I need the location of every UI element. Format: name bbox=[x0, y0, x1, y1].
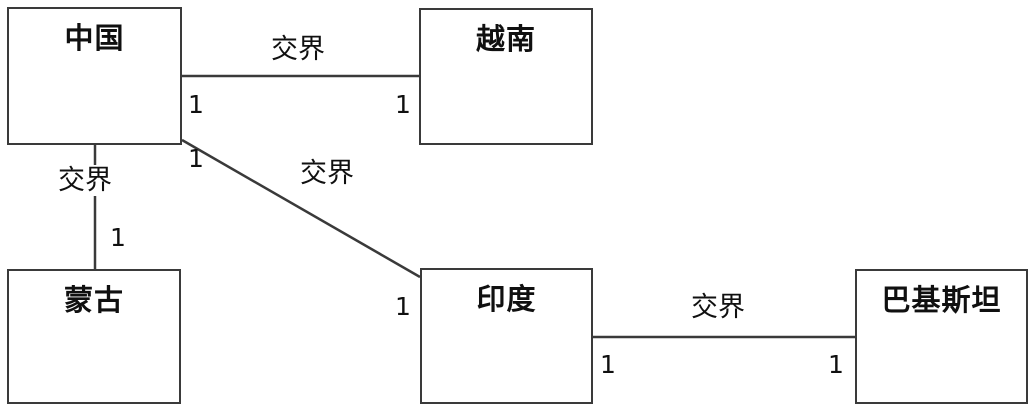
relationship-label-china-vietnam: 交界 bbox=[268, 34, 328, 66]
cardinality-india-pakistan-to: 1 bbox=[828, 350, 844, 379]
cardinality-china-india-to: 1 bbox=[395, 292, 411, 321]
entity-box-india[interactable]: 印度 bbox=[420, 268, 593, 404]
entity-label-india: 印度 bbox=[476, 282, 537, 316]
cardinality-china-vietnam-to: 1 bbox=[395, 90, 411, 119]
relationship-label-india-pakistan: 交界 bbox=[688, 292, 748, 324]
entity-box-china[interactable]: 中国 bbox=[7, 7, 182, 145]
cardinality-china-vietnam-from: 1 bbox=[188, 90, 204, 119]
cardinality-china-mongolia-to: 1 bbox=[110, 223, 126, 252]
entity-label-mongolia: 蒙古 bbox=[63, 283, 124, 317]
relationship-label-china-india: 交界 bbox=[297, 158, 357, 190]
cardinality-india-pakistan-from: 1 bbox=[600, 350, 616, 379]
relationship-label-china-mongolia: 交界 bbox=[55, 165, 115, 197]
entity-box-mongolia[interactable]: 蒙古 bbox=[7, 269, 181, 404]
entity-box-vietnam[interactable]: 越南 bbox=[419, 8, 593, 145]
entity-label-china: 中国 bbox=[64, 21, 125, 55]
entity-label-vietnam: 越南 bbox=[475, 22, 536, 56]
entity-label-pakistan: 巴基斯坦 bbox=[881, 283, 1002, 317]
cardinality-china-india-from: 1 bbox=[188, 144, 204, 173]
entity-box-pakistan[interactable]: 巴基斯坦 bbox=[855, 269, 1028, 404]
